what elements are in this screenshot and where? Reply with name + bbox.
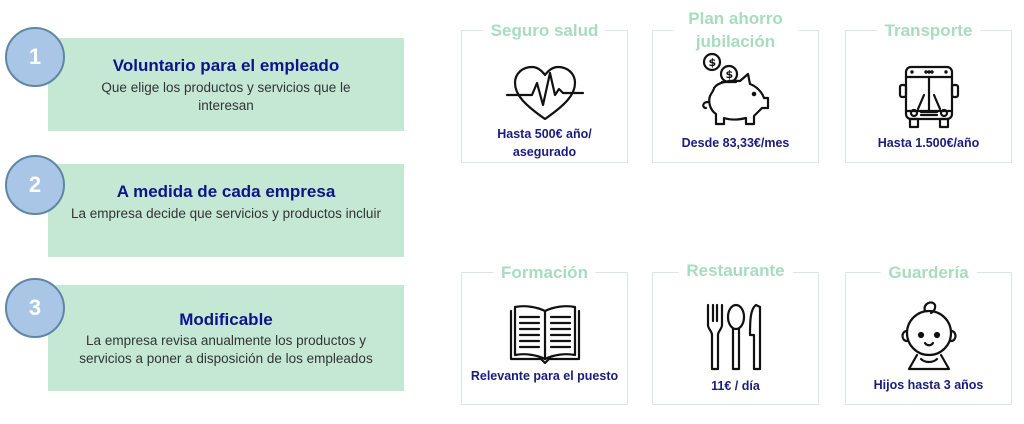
benefit-card-plan-ahorro: Plan ahorro jubilación $ $ Desde 83,33€/… [652,7,819,163]
feature-a-medida: A medida de cada empresa La empresa deci… [48,164,404,257]
feature-description: La empresa decide que servicios y produc… [71,206,381,221]
bus-icon [896,65,962,136]
step-number-badge: 1 [5,27,65,87]
benefit-heading: Formación [493,262,596,284]
cutlery-icon [704,303,768,376]
benefit-value: Hasta 500€ año/ asegurado [497,127,592,159]
feature-description: La empresa revisa anualmente los product… [79,333,373,366]
benefit-heading: Transporte [876,20,981,42]
benefit-card-formacion: Formación Relevante para el puesto [461,262,628,405]
feature-title: Voluntario para el empleado [112,56,340,75]
feature-voluntario: Voluntario para el empleado Que elige lo… [48,38,404,131]
benefit-value: 11€ / día [711,379,760,393]
book-icon [505,303,585,372]
benefit-heading: Restaurante [678,260,793,282]
benefit-value: Hijos hasta 3 años [873,378,984,392]
benefit-card-guarderia: Guardería Hijos hasta 3 años [845,262,1012,405]
benefit-value: Hasta 1.500€/año [877,136,980,150]
svg-text:$: $ [725,68,733,81]
svg-text:$: $ [708,56,716,69]
feature-description: Que elige los productos y servicios que … [101,80,351,113]
benefit-heading: Seguro salud [482,20,607,42]
baby-icon [897,299,961,376]
benefit-value: Desde 83,33€/mes [681,136,790,150]
feature-title: Modificable [179,310,273,329]
step-number-badge: 2 [5,155,65,215]
heart-pulse-icon [505,63,585,128]
feature-title: A medida de cada empresa [116,182,336,201]
benefit-heading: Guardería [880,262,977,284]
benefit-card-restaurante: Restaurante 11€ / día [652,260,819,405]
benefit-card-transporte: Transporte Hasta 1.500€/año [845,20,1012,163]
piggy-bank-icon: $ $ [696,52,776,131]
benefit-card-seguro-salud: Seguro salud Hasta 500€ año/ asegurado [461,20,628,163]
benefit-value: Relevante para el puesto [470,369,619,383]
step-number-badge: 3 [5,278,65,338]
benefit-heading: Plan ahorro jubilación [672,7,799,53]
feature-modificable: Modificable La empresa revisa anualmente… [48,285,404,391]
